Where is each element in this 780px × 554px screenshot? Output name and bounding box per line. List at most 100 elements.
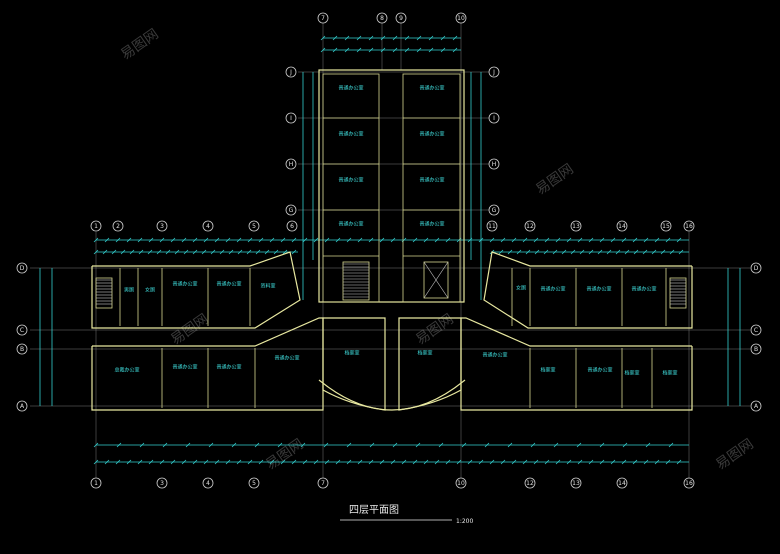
- axis-bubble: [285, 66, 297, 78]
- axis-label: 4: [206, 480, 210, 487]
- axis-label: D: [20, 265, 25, 272]
- axis-label: J: [492, 69, 495, 76]
- drawing-scale: 1:200: [456, 518, 473, 525]
- axis-label: 11: [488, 223, 496, 230]
- room-label: 普通办公室: [419, 85, 444, 92]
- building-walls: [91, 69, 693, 411]
- axis-label: C: [754, 327, 758, 334]
- axis-bubble: [285, 112, 297, 124]
- axis-label: D: [754, 265, 759, 272]
- axis-bubble: [570, 220, 582, 232]
- room-label: 普通办公室: [338, 177, 363, 184]
- axis-label: 9: [399, 15, 403, 22]
- axis-bubble: [317, 477, 329, 489]
- axis-label: 16: [685, 480, 693, 487]
- axis-label: 1: [94, 480, 98, 487]
- axis-label: 16: [685, 223, 693, 230]
- room-label: 普通办公室: [482, 352, 507, 359]
- room-label: 普通办公室: [274, 355, 299, 362]
- axis-label: 3: [160, 480, 164, 487]
- axis-bubble: [376, 12, 388, 24]
- axis-label: 10: [457, 480, 465, 487]
- stairs: [95, 261, 687, 309]
- axis-bubble: [750, 262, 762, 274]
- room-label: 档案室: [624, 370, 639, 377]
- room-label: 档案室: [662, 370, 677, 377]
- axis-bubble: [488, 112, 500, 124]
- axis-label: H: [492, 161, 497, 168]
- watermark: 易图网: [168, 311, 212, 348]
- axis-bubble: [488, 204, 500, 216]
- room-label: 普通办公室: [586, 286, 611, 293]
- axis-bubble: [156, 220, 168, 232]
- grid-lines: [30, 22, 750, 480]
- room-label: 普通办公室: [216, 281, 241, 288]
- axis-bubble: [90, 220, 102, 232]
- axis-bubble: [683, 477, 695, 489]
- room-label: 总裁办公室: [114, 367, 139, 374]
- room-label: 档案室: [344, 350, 359, 357]
- axis-bubble: [395, 12, 407, 24]
- axis-bubble: [16, 400, 28, 412]
- room-label: 普通办公室: [419, 177, 444, 184]
- axis-bubble: [90, 477, 102, 489]
- axis-label: 1: [94, 223, 98, 230]
- axis-bubble: [488, 66, 500, 78]
- room-label: 普通办公室: [587, 367, 612, 374]
- room-label: 普通办公室: [540, 286, 565, 293]
- axis-bubble: [317, 12, 329, 24]
- axis-bubble: [16, 262, 28, 274]
- axis-label: G: [492, 207, 497, 214]
- room-label: 档案室: [417, 350, 432, 357]
- axis-label: 3: [160, 223, 164, 230]
- axis-bubble: [616, 477, 628, 489]
- axis-bubble: [112, 220, 124, 232]
- room-label: 普通办公室: [338, 85, 363, 92]
- axis-label: 8: [380, 15, 384, 22]
- axis-bubble: [750, 400, 762, 412]
- axis-bubble: [750, 343, 762, 355]
- room-label: 普通办公室: [419, 131, 444, 138]
- axis-label: 4: [206, 223, 210, 230]
- axis-bubble: [750, 324, 762, 336]
- watermark: 易图网: [263, 436, 307, 473]
- room-label: 档案室: [540, 367, 555, 374]
- axis-label: 2: [116, 223, 120, 230]
- room-label: 女厕: [145, 287, 155, 294]
- drawing-title: 四层平面图: [349, 504, 399, 516]
- room-label: 普通办公室: [338, 131, 363, 138]
- axis-label: G: [289, 207, 294, 214]
- watermark: 易图网: [118, 26, 162, 63]
- watermark: 易图网: [413, 311, 457, 348]
- axis-bubble: [286, 220, 298, 232]
- axis-label: 7: [321, 15, 325, 22]
- axis-bubble: [570, 477, 582, 489]
- room-label: 普通办公室: [216, 364, 241, 371]
- watermark: 易图网: [713, 436, 757, 473]
- axis-bubble: [16, 343, 28, 355]
- axis-label: H: [289, 161, 294, 168]
- axis-bubble: [285, 204, 297, 216]
- axis-label: 6: [290, 223, 294, 230]
- axis-label: A: [20, 403, 25, 410]
- axis-bubble: [486, 220, 498, 232]
- axis-label: 13: [572, 480, 580, 487]
- room-label: 普通办公室: [172, 364, 197, 371]
- axis-bubble: [248, 477, 260, 489]
- axis-label: 13: [572, 223, 580, 230]
- room-label: 普通办公室: [338, 221, 363, 228]
- axis-label: 14: [618, 480, 626, 487]
- axis-label: 5: [252, 480, 256, 487]
- axis-label: J: [289, 69, 292, 76]
- axis-bubble: [285, 158, 297, 170]
- axis-label: 5: [252, 223, 256, 230]
- axis-bubble: [455, 12, 467, 24]
- axis-label: 14: [618, 223, 626, 230]
- axis-bubble: [683, 220, 695, 232]
- room-labels: 普通办公室 普通办公室 普通办公室 普通办公室 普通办公室 普通办公室 普通办公…: [114, 85, 677, 377]
- axis-label: 10: [457, 15, 465, 22]
- axis-label: I: [493, 115, 495, 122]
